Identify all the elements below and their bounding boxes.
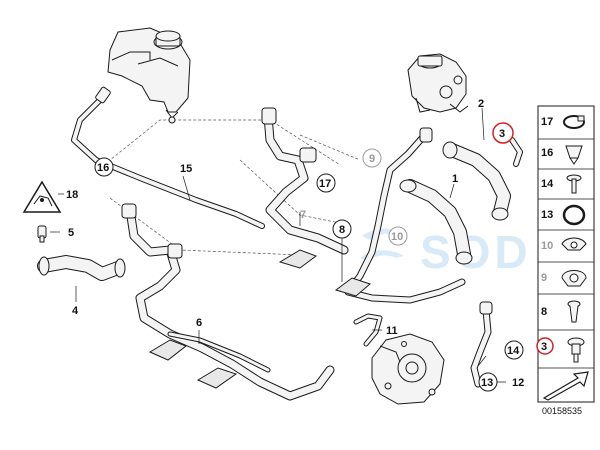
legend-row-17: 17 bbox=[541, 115, 585, 129]
legend-row-9: 9 bbox=[541, 270, 587, 287]
svg-text:10: 10 bbox=[541, 240, 553, 252]
hose-clip-icon bbox=[561, 237, 587, 251]
o-ring-icon bbox=[562, 204, 586, 226]
svg-text:11: 11 bbox=[386, 325, 398, 337]
callout-5: 5 bbox=[68, 227, 74, 239]
hose-8 bbox=[344, 127, 466, 304]
legend-row-8: 8 bbox=[541, 300, 581, 323]
svg-text:13: 13 bbox=[481, 377, 493, 389]
svg-text:13: 13 bbox=[541, 209, 553, 221]
callout-2: 2 bbox=[478, 98, 484, 110]
legend-row-13: 13 bbox=[541, 204, 586, 226]
bleed-valve-part-5 bbox=[37, 225, 47, 243]
expanding-rivet-icon bbox=[567, 300, 581, 323]
svg-text:12: 12 bbox=[512, 377, 524, 389]
water-pump bbox=[371, 333, 445, 405]
svg-text:16: 16 bbox=[541, 147, 553, 159]
callout-1: 1 bbox=[452, 173, 458, 185]
callout-17: 17 bbox=[316, 173, 336, 193]
svg-text:17: 17 bbox=[319, 178, 331, 190]
diagram-reference-number: 00158535 bbox=[542, 406, 582, 416]
arrow-icon bbox=[542, 371, 589, 401]
svg-text:3: 3 bbox=[499, 128, 505, 140]
callout-18: 18 bbox=[66, 189, 78, 201]
svg-text:14: 14 bbox=[507, 345, 520, 357]
svg-text:17: 17 bbox=[541, 116, 553, 128]
legend-row-10: 10 bbox=[541, 237, 587, 252]
warning-triangle-icon bbox=[22, 180, 62, 213]
legend-row-3: 3 bbox=[536, 337, 585, 363]
pipe-clip-icon bbox=[561, 270, 587, 287]
svg-text:8: 8 bbox=[541, 306, 547, 318]
callouts: 1 2 3 4 5 6 7 8 9 10 11 12 13 14 bbox=[66, 98, 524, 392]
hose-11 bbox=[353, 313, 383, 347]
expansion-tank bbox=[107, 27, 191, 124]
callout-4: 4 bbox=[72, 305, 79, 317]
svg-text:4: 4 bbox=[72, 305, 79, 317]
legend-row-16: 16 bbox=[541, 145, 583, 165]
svg-text:15: 15 bbox=[180, 163, 192, 175]
callout-14: 14 bbox=[504, 340, 524, 360]
thermostat-housing bbox=[407, 53, 469, 113]
callout-7: 7 bbox=[300, 209, 306, 221]
svg-text:6: 6 bbox=[196, 317, 202, 329]
svg-text:5: 5 bbox=[68, 227, 74, 239]
svg-text:2: 2 bbox=[478, 98, 484, 110]
svg-text:1: 1 bbox=[452, 173, 458, 185]
watermark-text: SOD bbox=[420, 226, 532, 278]
hose-2 bbox=[442, 137, 523, 221]
callout-15: 15 bbox=[180, 163, 192, 175]
svg-text:8: 8 bbox=[339, 224, 345, 236]
svg-text:3: 3 bbox=[541, 341, 547, 353]
hose-12 bbox=[470, 301, 493, 388]
callout-9-faded: 9 bbox=[362, 148, 382, 168]
callout-13: 13 bbox=[478, 372, 498, 392]
svg-text:16: 16 bbox=[97, 162, 109, 174]
bleed-screw-icon bbox=[567, 337, 585, 363]
callout-12: 12 bbox=[512, 377, 524, 389]
svg-text:14: 14 bbox=[541, 178, 554, 190]
hose-4 bbox=[37, 255, 126, 281]
watermark: SOD bbox=[360, 226, 532, 278]
svg-text:18: 18 bbox=[66, 189, 78, 201]
legend-row-14: 14 bbox=[541, 174, 582, 194]
hose-6 bbox=[121, 203, 335, 401]
hose-clamp-icon bbox=[563, 115, 585, 129]
svg-text:7: 7 bbox=[300, 209, 306, 221]
svg-text:9: 9 bbox=[541, 272, 547, 284]
svg-text:10: 10 bbox=[391, 231, 403, 243]
svg-text:9: 9 bbox=[369, 153, 375, 165]
callout-3-highlighted: 3 bbox=[492, 122, 514, 144]
hose-1 bbox=[399, 179, 473, 265]
hoses bbox=[37, 86, 523, 401]
hose-17-upper bbox=[261, 107, 349, 255]
callout-10-faded: 10 bbox=[388, 226, 408, 246]
callout-6: 6 bbox=[196, 317, 202, 329]
callout-11: 11 bbox=[386, 325, 398, 337]
spring-clip-icon bbox=[565, 145, 583, 165]
legend-panel: 17 16 14 13 bbox=[536, 105, 595, 403]
brackets bbox=[148, 249, 371, 389]
callout-16: 16 bbox=[94, 157, 114, 177]
hose-15 bbox=[71, 86, 265, 229]
screw-icon bbox=[566, 174, 582, 194]
callout-8: 8 bbox=[332, 219, 352, 239]
